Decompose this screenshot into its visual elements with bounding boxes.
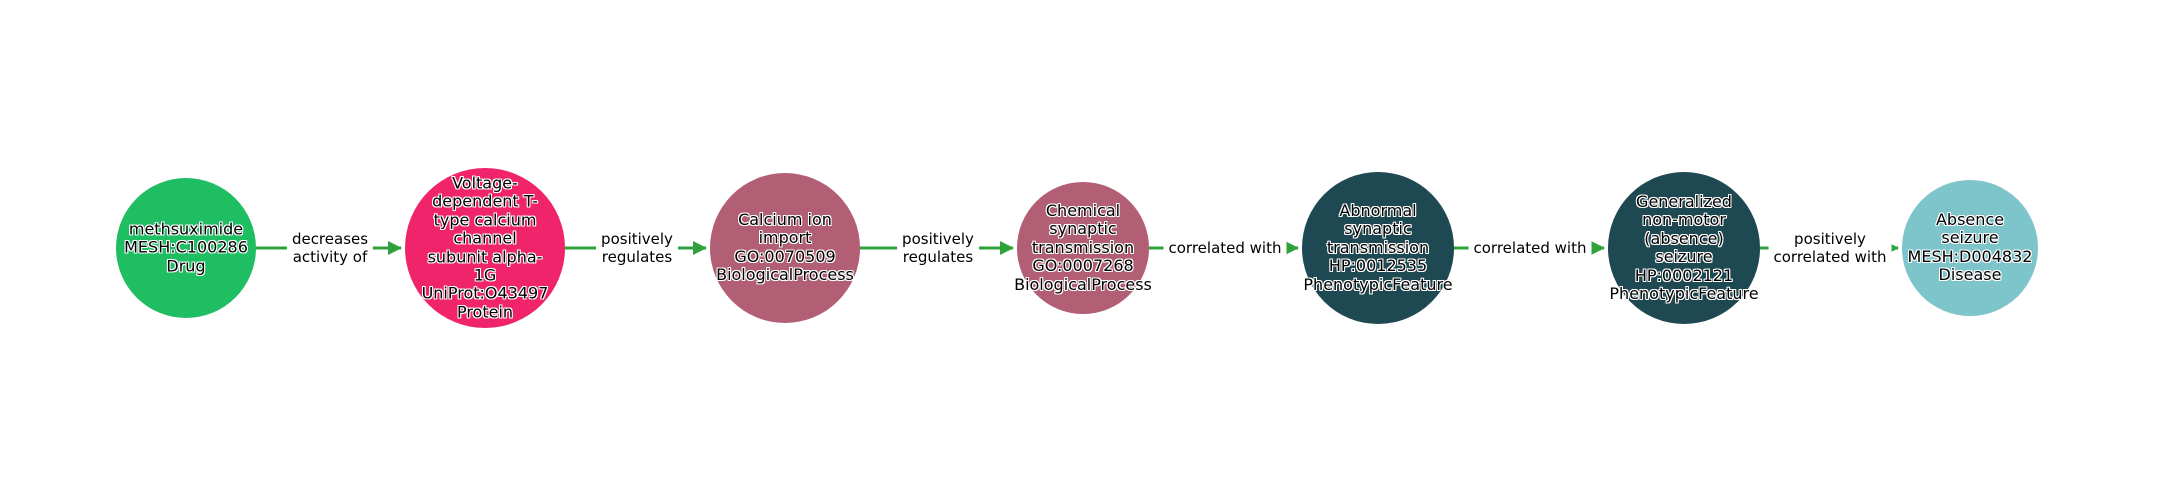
node-abnormal-synaptic-transmission[interactable] [1302,172,1454,324]
node-generalized-absence-seizure[interactable] [1608,172,1760,324]
node-calcium-ion-import[interactable] [710,173,860,323]
node-absence-seizure-disease[interactable] [1902,180,2038,316]
node-methsuximide-drug[interactable] [116,178,256,318]
node-calcium-channel-protein[interactable] [405,168,565,328]
node-chemical-synaptic-transmission[interactable] [1017,182,1149,314]
